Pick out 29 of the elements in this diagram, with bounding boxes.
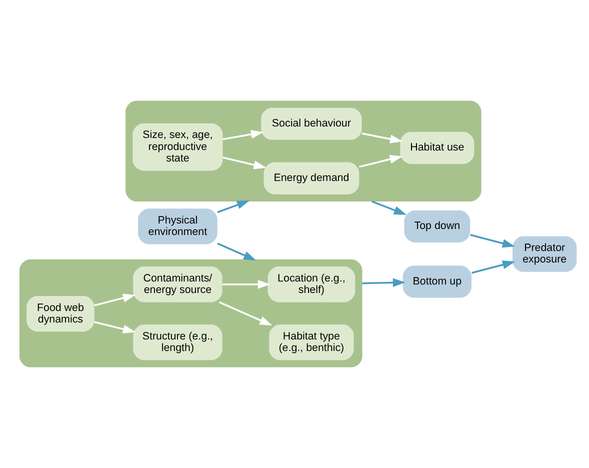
arrow (470, 234, 515, 248)
arrow (94, 321, 136, 334)
arrow (362, 132, 403, 144)
node-box: Habitat type (e.g., benthic) (269, 324, 354, 360)
arrow (218, 301, 272, 326)
arrow (362, 278, 406, 288)
cluster (19, 259, 362, 368)
arrow (222, 156, 266, 170)
node-box: Contaminants/ energy source (133, 266, 222, 302)
arrow (472, 260, 516, 274)
node-box: Top down (404, 210, 470, 242)
node-box: Predator exposure (512, 236, 577, 272)
arrow (94, 294, 136, 306)
node-box: Social behaviour (261, 108, 362, 140)
arrow (358, 154, 402, 168)
arrow (217, 200, 250, 214)
arrow (372, 200, 406, 215)
node-box: Physical environment (138, 208, 218, 244)
node-box: Energy demand (264, 162, 360, 194)
node-box: Food web dynamics (26, 296, 94, 332)
cluster (126, 100, 482, 202)
node-box: Habitat use (400, 132, 474, 164)
arrow (217, 242, 256, 260)
arrow (222, 130, 264, 140)
arrow (222, 280, 270, 289)
node-box: Structure (e.g., length) (133, 324, 222, 360)
node-box: Bottom up (402, 266, 472, 298)
node-box: Size, sex, age, reproductive state (132, 123, 223, 171)
node-box: Location (e.g., shelf) (268, 266, 356, 302)
